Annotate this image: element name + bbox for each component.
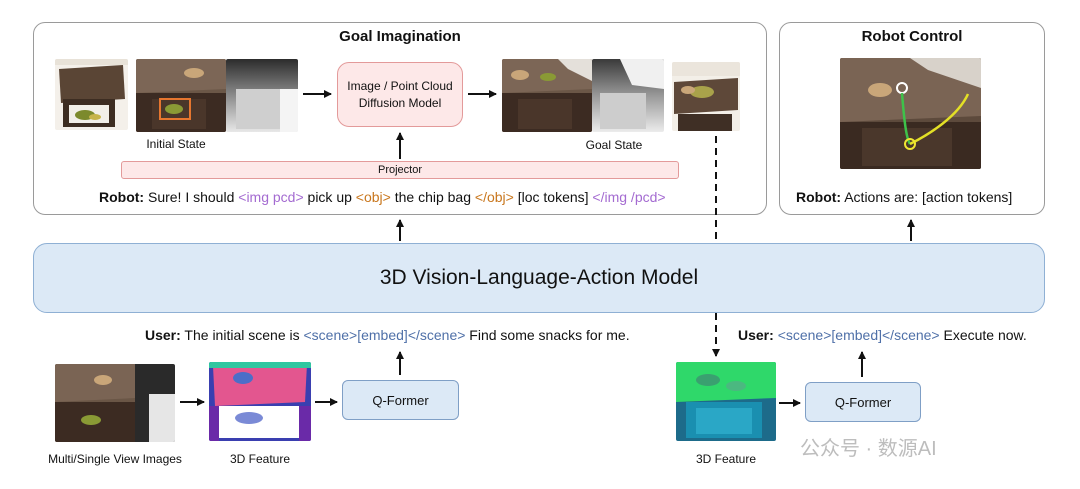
goal-imagination-title: Goal Imagination bbox=[339, 28, 461, 45]
robot-goal-sentence: Robot: Sure! I should <img pcd> pick up … bbox=[99, 189, 666, 205]
robot-control-sentence: Robot: Actions are: [action tokens] bbox=[796, 189, 1012, 205]
img-pcd-open-token: <img pcd> bbox=[238, 189, 304, 205]
diffusion-model-box: Image / Point Cloud Diffusion Model bbox=[337, 62, 463, 127]
user-left-text1: The initial scene is bbox=[180, 327, 304, 343]
feature-left-image bbox=[209, 362, 311, 441]
goal-rgb-image bbox=[502, 59, 592, 132]
goal-state-label: Goal State bbox=[585, 138, 643, 152]
scene-open-token-left: <scene> bbox=[303, 327, 358, 343]
diffusion-model-line2: Diffusion Model bbox=[358, 95, 442, 110]
diffusion-model-line1: Image / Point Cloud bbox=[347, 78, 453, 93]
embed-token-right: [embed] bbox=[831, 327, 882, 343]
multi-view-label: Multi/Single View Images bbox=[48, 452, 182, 466]
feature-left-label: 3D Feature bbox=[229, 452, 291, 466]
user-left-sentence: User: The initial scene is <scene>[embed… bbox=[145, 327, 630, 343]
robot-goal-text3: the chip bag bbox=[390, 189, 475, 205]
scene-close-token-left: </scene> bbox=[407, 327, 466, 343]
robot-control-text: Actions are: [action tokens] bbox=[841, 189, 1013, 205]
watermark: 公众号 · 数源AI bbox=[800, 438, 937, 460]
initial-pointcloud-image bbox=[55, 59, 128, 130]
robot-goal-text2: pick up bbox=[303, 189, 356, 205]
user-right-prefix: User: bbox=[738, 327, 774, 343]
obj-close-token: </obj> bbox=[474, 189, 514, 205]
vla-model-box: 3D Vision-Language-Action Model bbox=[33, 243, 1045, 313]
robot-control-image bbox=[840, 58, 981, 169]
qformer-left-box: Q-Former bbox=[342, 380, 459, 420]
qformer-right-box: Q-Former bbox=[805, 382, 921, 422]
initial-rgb-image bbox=[136, 59, 226, 132]
robot-goal-text4: [loc tokens] bbox=[513, 189, 593, 205]
goal-pointcloud-image bbox=[672, 62, 740, 131]
initial-depth-image bbox=[226, 59, 298, 132]
scene-open-token-right: <scene> bbox=[777, 327, 832, 343]
robot-control-title: Robot Control bbox=[861, 28, 963, 45]
img-pcd-close-token: </img /pcd> bbox=[592, 189, 666, 205]
robot-goal-text1: Sure! I should bbox=[144, 189, 239, 205]
feature-right-label: 3D Feature bbox=[695, 452, 757, 466]
obj-open-token: <obj> bbox=[355, 189, 391, 205]
user-right-sentence: User: <scene>[embed]</scene> Execute now… bbox=[738, 327, 1027, 343]
user-left-prefix: User: bbox=[145, 327, 181, 343]
goal-depth-image bbox=[592, 59, 664, 132]
scene-close-token-right: </scene> bbox=[882, 327, 940, 343]
feature-right-image bbox=[676, 362, 776, 441]
robot-goal-prefix: Robot: bbox=[99, 189, 145, 205]
initial-state-label: Initial State bbox=[146, 137, 206, 151]
user-right-text2: Execute now. bbox=[939, 327, 1027, 343]
robot-control-prefix: Robot: bbox=[796, 189, 842, 205]
user-left-text2: Find some snacks for me. bbox=[465, 327, 630, 343]
multi-view-image bbox=[55, 364, 175, 442]
embed-token-left: [embed] bbox=[357, 327, 408, 343]
projector-bar: Projector bbox=[121, 161, 679, 179]
